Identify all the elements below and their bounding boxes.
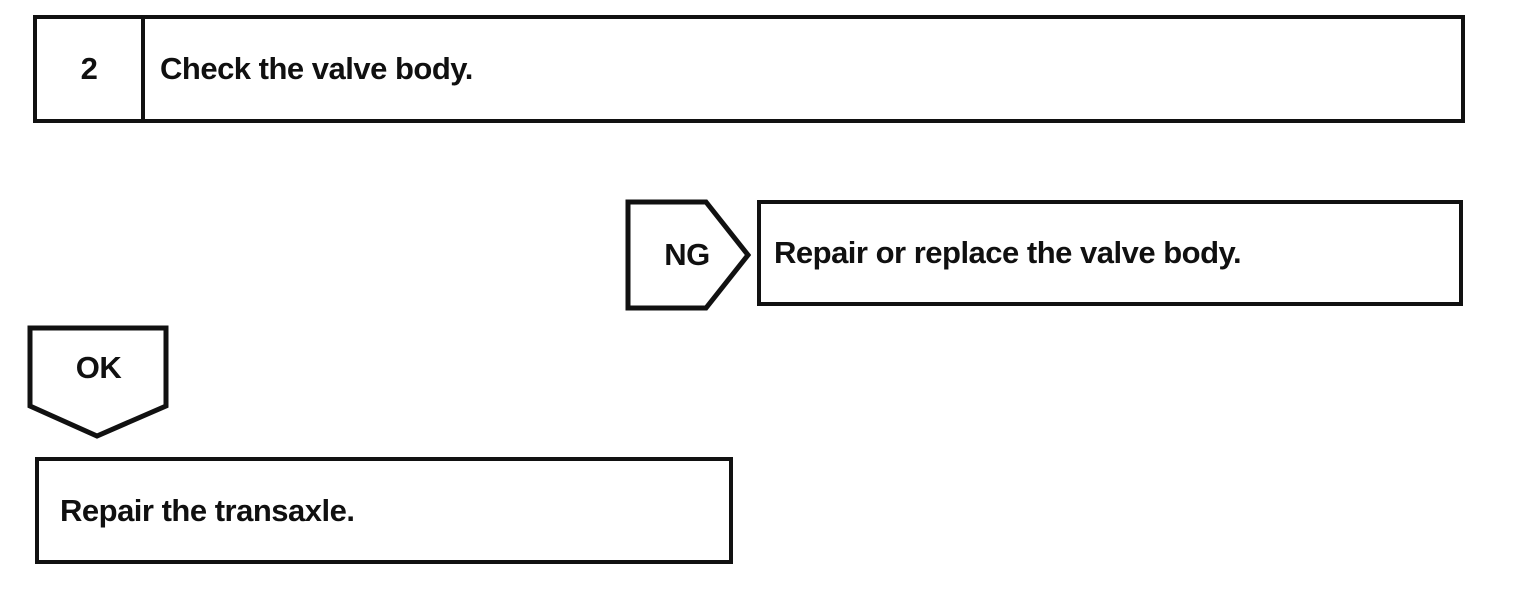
ng-label: NG [664, 237, 710, 272]
ng-label-wrap: NG [635, 199, 739, 311]
ng-action-box: Repair or replace the valve body. [757, 200, 1463, 306]
step-title-cell: Check the valve body. [145, 51, 1461, 87]
ng-pentagon-right-arrow-icon [625, 199, 751, 311]
step-box: 2 Check the valve body. [33, 15, 1465, 123]
ok-connector: OK [27, 325, 170, 440]
step-number-cell: 2 [37, 19, 145, 119]
ok-label-wrap: OK [27, 341, 170, 395]
step-title: Check the valve body. [160, 51, 473, 86]
step-number: 2 [80, 51, 98, 86]
ok-pentagon-down-arrow-icon [27, 325, 169, 439]
ok-label: OK [75, 350, 122, 385]
ok-action-box: Repair the transaxle. [35, 457, 733, 564]
ng-action-text: Repair or replace the valve body. [774, 235, 1242, 270]
ok-action-text: Repair the transaxle. [60, 492, 355, 528]
ng-connector: NG [625, 199, 751, 311]
